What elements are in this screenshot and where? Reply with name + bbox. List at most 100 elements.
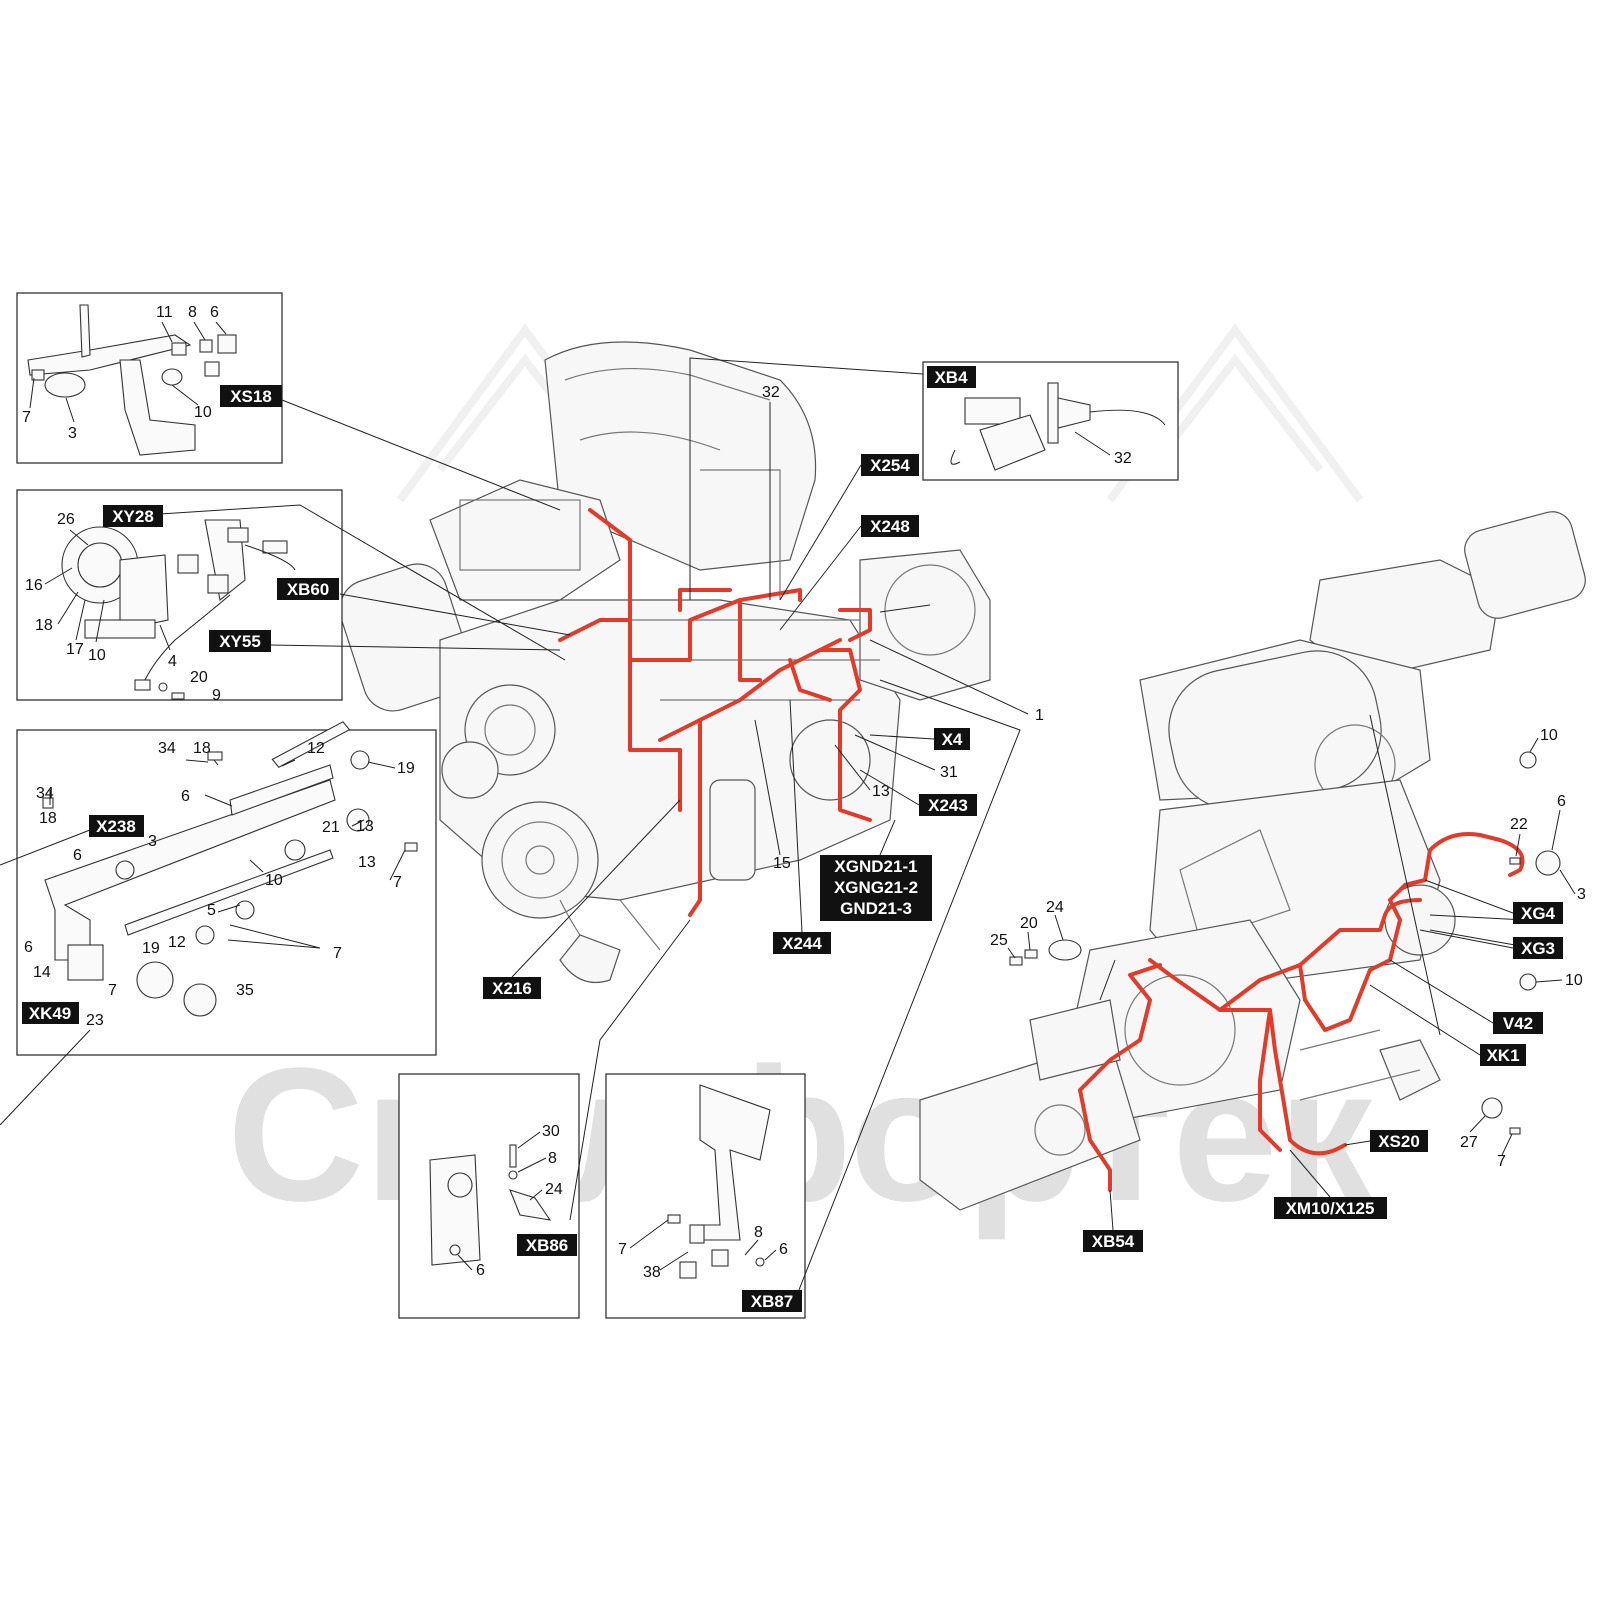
right-engine-drawing (919, 511, 1586, 1211)
svg-text:XY28: XY28 (112, 507, 154, 526)
svg-text:12: 12 (168, 934, 186, 951)
svg-text:18: 18 (35, 617, 53, 634)
svg-text:XK49: XK49 (29, 1004, 72, 1023)
svg-text:XGND21-1: XGND21-1 (834, 857, 917, 876)
svg-text:XG4: XG4 (1521, 904, 1556, 923)
svg-text:26: 26 (57, 511, 75, 528)
tag-x243: X243 (919, 794, 977, 816)
svg-text:X216: X216 (492, 979, 532, 998)
svg-text:7: 7 (618, 1241, 627, 1258)
tag-x254: X254 (861, 454, 919, 476)
tag-x4: X4 (934, 728, 970, 750)
svg-text:34: 34 (158, 740, 176, 757)
svg-text:7: 7 (22, 409, 31, 426)
svg-text:32: 32 (762, 384, 780, 401)
svg-text:10: 10 (88, 647, 106, 664)
svg-text:6: 6 (476, 1262, 485, 1279)
tag-xg3: XG3 (1513, 937, 1563, 959)
tag-xb4: XB4 (927, 366, 976, 388)
svg-text:38: 38 (643, 1264, 661, 1281)
svg-text:3: 3 (148, 833, 157, 850)
svg-text:24: 24 (1046, 899, 1064, 916)
svg-text:XM10/X125: XM10/X125 (1286, 1199, 1375, 1218)
svg-text:GND21-3: GND21-3 (840, 899, 912, 918)
svg-text:XB4: XB4 (934, 368, 968, 387)
svg-text:XGNG21-2: XGNG21-2 (834, 878, 918, 897)
svg-text:10: 10 (1540, 727, 1558, 744)
svg-text:15: 15 (773, 855, 791, 872)
svg-text:10: 10 (1565, 972, 1583, 989)
center-labels: 32 1 31 13 15 (762, 384, 1044, 872)
tag-xb60: XB60 (277, 578, 339, 600)
x238-parts (0, 721, 418, 1126)
svg-text:11: 11 (156, 304, 173, 321)
svg-text:27: 27 (1460, 1134, 1478, 1151)
tag-xb87: XB87 (742, 1290, 802, 1312)
tag-xk1: XK1 (1480, 1044, 1526, 1066)
tag-x238: X238 (89, 815, 144, 837)
svg-text:8: 8 (548, 1150, 557, 1167)
tag-xb54: XB54 (1083, 1230, 1143, 1252)
xb87-labels: 7 38 8 6 (618, 1224, 788, 1281)
xy28-labels: 26 16 18 17 10 4 20 9 (25, 511, 221, 704)
tag-x248: X248 (861, 515, 919, 537)
svg-text:20: 20 (190, 669, 208, 686)
svg-text:31: 31 (940, 764, 958, 781)
xb86-labels: 30 8 24 6 (476, 1123, 563, 1279)
svg-text:4: 4 (168, 653, 177, 670)
svg-text:7: 7 (333, 945, 342, 962)
svg-text:7: 7 (393, 874, 402, 891)
tag-xb86: XB86 (517, 1234, 577, 1256)
svg-text:XY55: XY55 (219, 632, 261, 651)
svg-text:17: 17 (66, 641, 84, 658)
svg-text:XS18: XS18 (230, 387, 272, 406)
svg-text:14: 14 (33, 964, 51, 981)
svg-text:13: 13 (358, 854, 376, 871)
svg-text:19: 19 (142, 940, 160, 957)
tag-xm10-x125: XM10/X125 (1274, 1197, 1387, 1219)
svg-text:7: 7 (1497, 1153, 1506, 1170)
svg-text:19: 19 (397, 760, 415, 777)
svg-text:35: 35 (236, 982, 254, 999)
center-harness (558, 508, 872, 917)
svg-text:25: 25 (990, 932, 1008, 949)
svg-text:10: 10 (194, 404, 212, 421)
svg-text:8: 8 (754, 1224, 763, 1241)
svg-text:XS20: XS20 (1378, 1132, 1420, 1151)
svg-text:10: 10 (265, 872, 283, 889)
x238-labels: 34 18 12 19 34 18 6 3 6 21 13 10 13 7 6 … (24, 740, 415, 1029)
svg-text:X248: X248 (870, 517, 910, 536)
svg-text:6: 6 (779, 1241, 788, 1258)
xs18-labels: 11 8 6 7 3 10 (22, 304, 219, 442)
svg-text:7: 7 (108, 982, 117, 999)
svg-text:XB87: XB87 (751, 1292, 794, 1311)
svg-text:6: 6 (24, 939, 33, 956)
svg-text:13: 13 (356, 818, 374, 835)
xb86-parts (429, 1144, 552, 1266)
svg-text:5: 5 (207, 902, 216, 919)
svg-text:6: 6 (73, 847, 82, 864)
tag-xy28: XY28 (103, 505, 163, 527)
svg-text:12: 12 (307, 740, 325, 757)
tag-x216: X216 (483, 977, 541, 999)
svg-text:V42: V42 (1503, 1014, 1533, 1033)
svg-text:30: 30 (542, 1123, 560, 1140)
tag-v42: V42 (1493, 1012, 1543, 1034)
svg-text:XB60: XB60 (287, 580, 330, 599)
tag-xs18: XS18 (220, 385, 282, 407)
svg-text:9: 9 (212, 687, 221, 704)
right-small-parts (1009, 751, 1561, 1135)
xy28-parts (61, 519, 296, 700)
svg-text:13: 13 (872, 783, 890, 800)
svg-text:6: 6 (181, 788, 190, 805)
svg-text:18: 18 (39, 810, 57, 827)
svg-text:3: 3 (68, 425, 77, 442)
right-harness (1078, 832, 1525, 1192)
tag-x244: X244 (773, 932, 831, 954)
svg-text:20: 20 (1020, 915, 1038, 932)
tag-xs20: XS20 (1370, 1130, 1428, 1152)
svg-text:8: 8 (188, 304, 197, 321)
right-labels: 10 6 22 3 24 20 25 10 27 7 (990, 727, 1586, 1170)
